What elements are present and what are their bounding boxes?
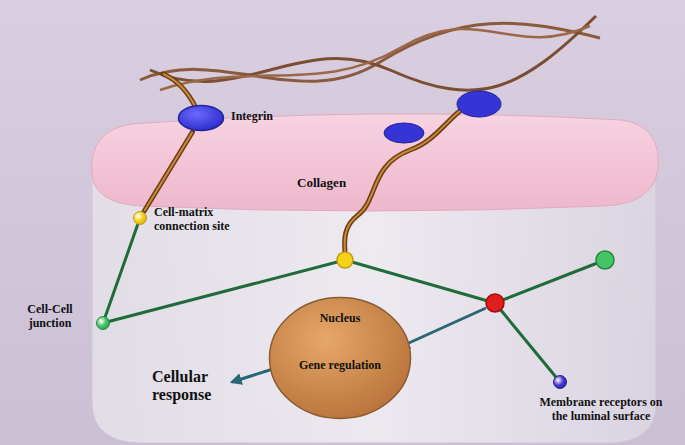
part-label: Collagen (297, 176, 357, 190)
node-label: Cell-Cell junction (11, 303, 89, 331)
node-heading: Nucleus (268, 312, 412, 326)
node-label: Gene regulation (268, 359, 412, 373)
cytoskeleton-line (105, 225, 137, 316)
node-label: Membrane receptors on the luminal surfac… (534, 396, 668, 424)
node-label: Integrin (231, 110, 301, 124)
collagen-strand (144, 132, 192, 211)
integrin-blob: Integrin (177, 104, 225, 132)
connection-dot: Cell-matrix connection site (133, 211, 147, 225)
junction-dot: Cell-Cell junction (96, 316, 110, 330)
node-label: Cell-matrix connection site (154, 206, 254, 234)
receptor-dot: Membrane receptors on the luminal surfac… (553, 375, 567, 389)
output-label: Cellular response (152, 368, 226, 403)
nucleus: NucleusGene regulation (268, 296, 412, 420)
blob-shape (177, 104, 225, 132)
